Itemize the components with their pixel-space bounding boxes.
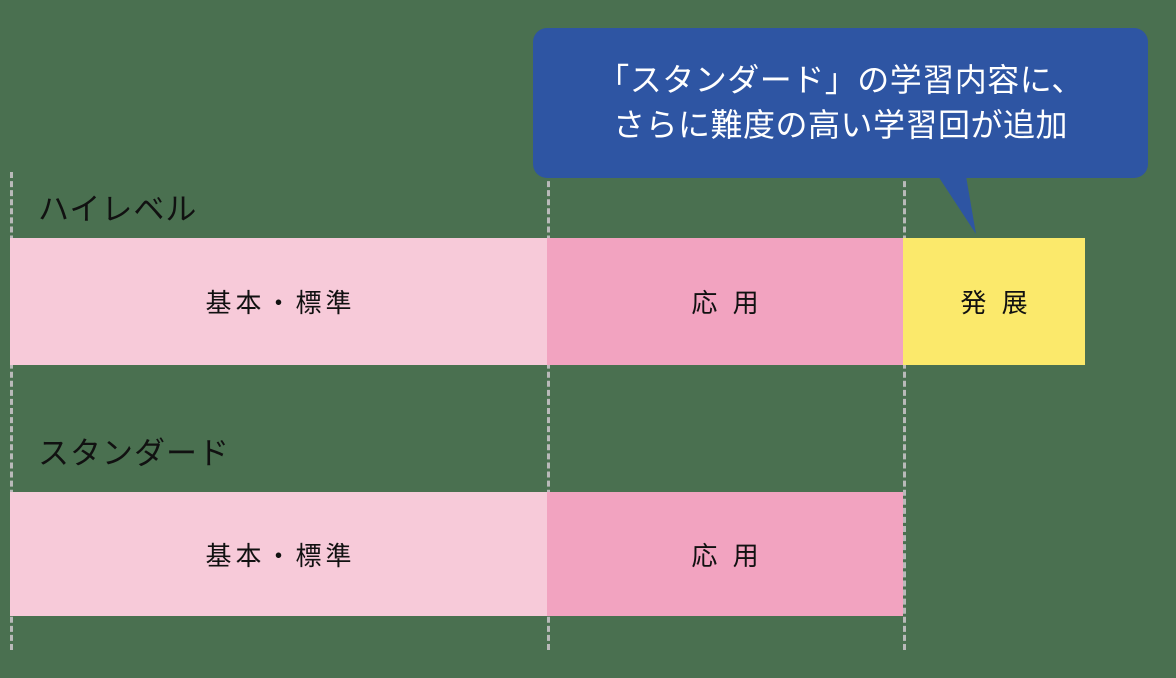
guide-line-right xyxy=(903,172,906,650)
segment-label: 基本・標準 xyxy=(205,540,356,571)
tier-bar-standard: 基本・標準 応 用 xyxy=(10,492,903,616)
segment-basic-standard-high: 基本・標準 xyxy=(10,238,547,365)
callout-bubble: 「スタンダード」の学習内容に、 さらに難度の高い学習回が追加 xyxy=(533,28,1148,178)
segment-applied-high: 応 用 xyxy=(547,238,903,365)
callout-line-1: 「スタンダード」の学習内容に、 xyxy=(597,61,1084,98)
callout-tail-icon xyxy=(938,176,976,234)
segment-basic-standard-std: 基本・標準 xyxy=(10,492,547,616)
segment-applied-std: 応 用 xyxy=(547,492,903,616)
segment-label: 発 展 xyxy=(960,288,1032,318)
tier-label-standard: スタンダード xyxy=(38,436,230,471)
callout-line-2: さらに難度の高い学習回が追加 xyxy=(612,107,1068,143)
tier-label-high-level: ハイレベル xyxy=(38,192,198,227)
segment-label: 応 用 xyxy=(691,540,763,571)
segment-advanced-high: 発 展 xyxy=(903,238,1085,365)
segment-label: 応 用 xyxy=(691,288,763,318)
guide-line-left xyxy=(10,172,13,650)
tier-bar-high-level: 基本・標準 応 用 発 展 xyxy=(10,238,1085,365)
segment-label: 基本・標準 xyxy=(205,288,356,318)
guide-line-middle xyxy=(547,172,550,650)
